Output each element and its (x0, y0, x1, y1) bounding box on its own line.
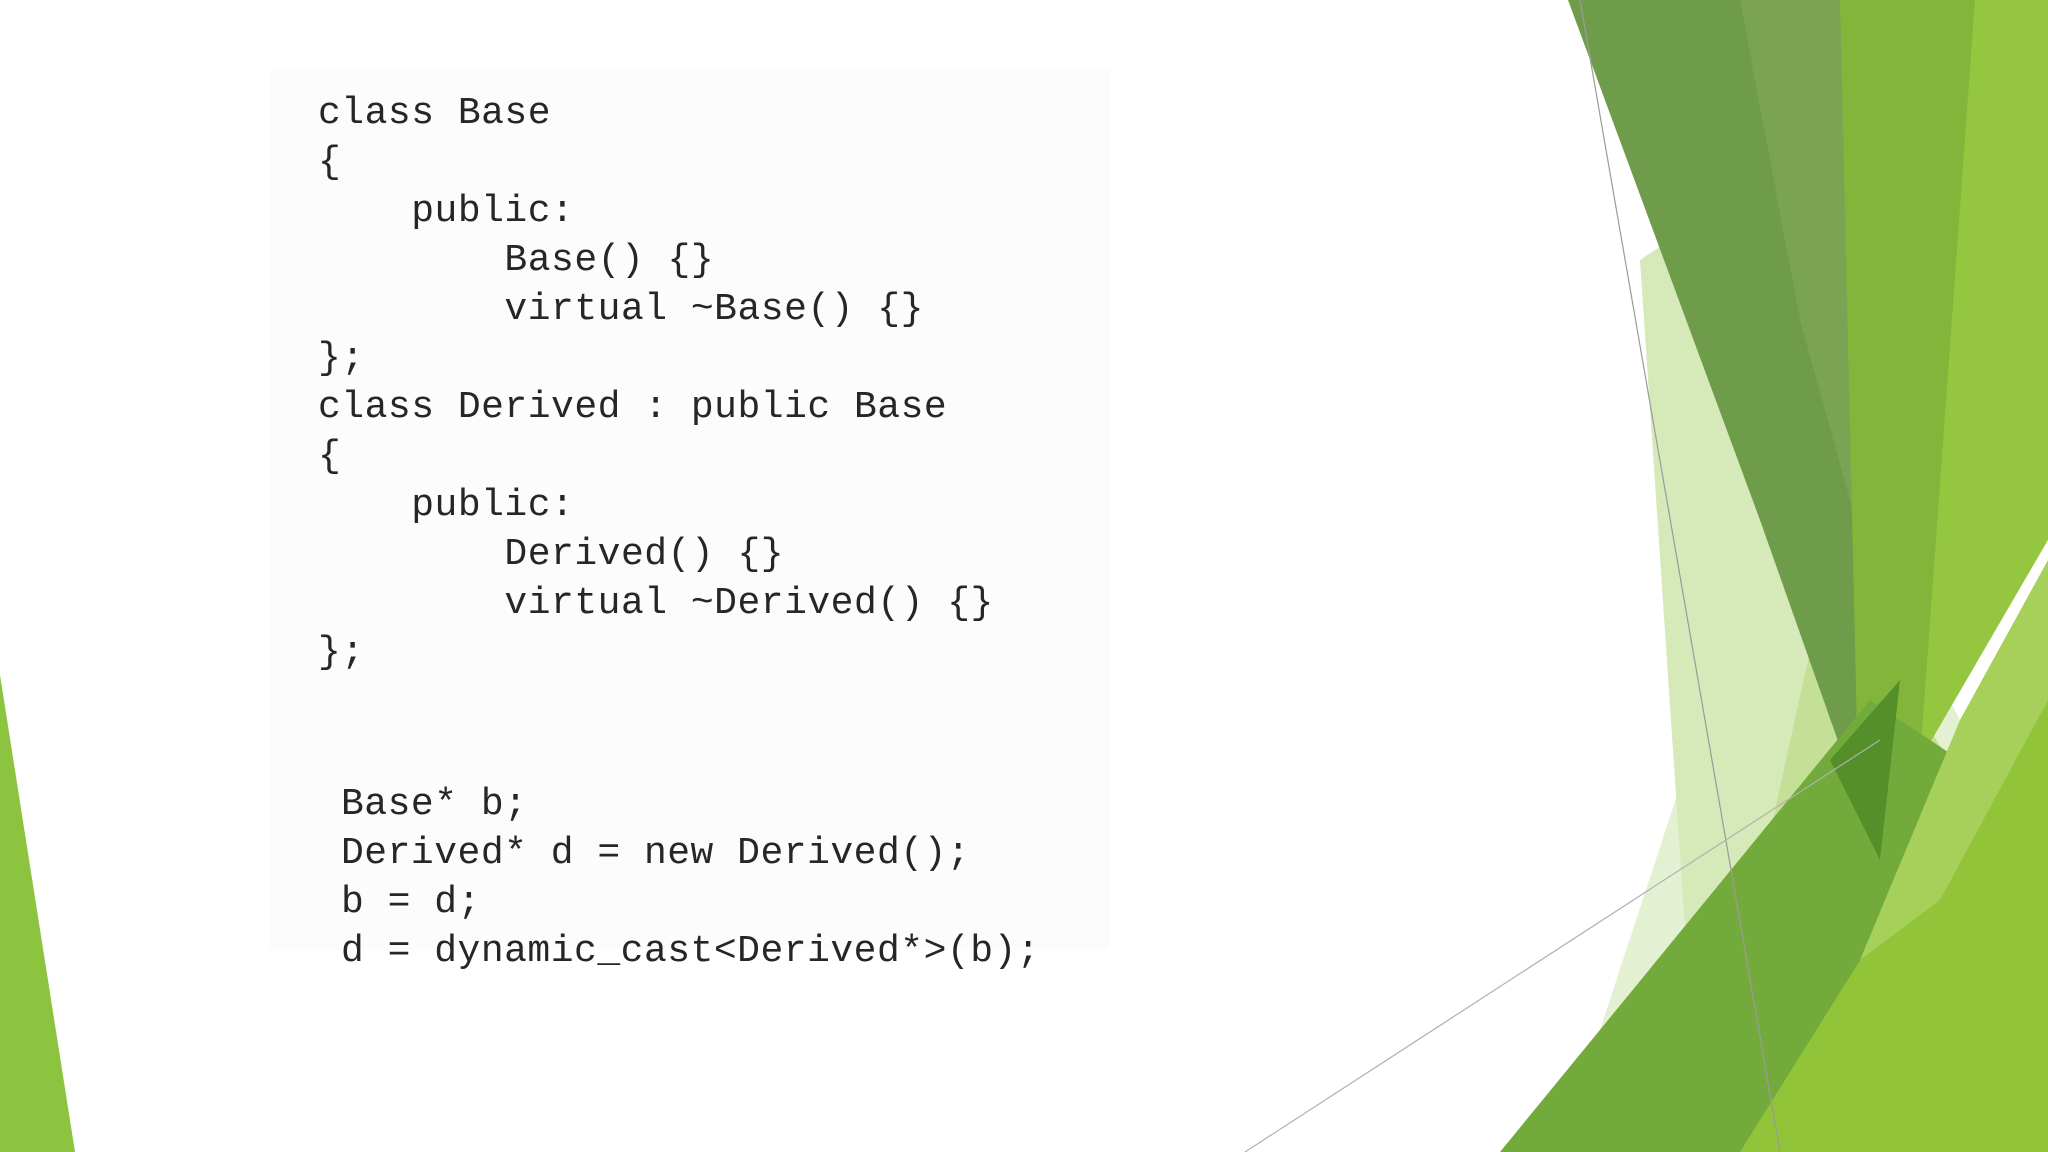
code-line: { (318, 435, 342, 478)
code-line: virtual ~Base() {} (318, 288, 924, 331)
code-line: Derived* d = new Derived(); (341, 832, 971, 875)
code-line: Base* b; (341, 783, 528, 826)
thin-line-diagonal (1579, 0, 1781, 1152)
code-line: b = d; (341, 881, 481, 924)
left-green-facet (0, 675, 75, 1152)
code-line: d = dynamic_cast<Derived*>(b); (341, 930, 1041, 973)
code-line: { (318, 141, 342, 184)
code-line: Base() {} (318, 239, 715, 282)
code-screenshot: class Base { public: Base() {} virtual ~… (270, 70, 1110, 973)
facet-bottom-deep (1830, 680, 1900, 860)
facet-right-bright (1920, 0, 2048, 760)
code-line: virtual ~Derived() {} (318, 582, 994, 625)
code-line: Derived() {} (318, 533, 785, 576)
code-line: class Derived : public Base (318, 386, 948, 429)
thin-line-cross (1244, 739, 1881, 1152)
code-line: public: (318, 190, 575, 233)
facet-lower-light (1860, 560, 2048, 960)
code-line: }; (318, 337, 365, 380)
code-line: class Base (318, 92, 552, 135)
code-line: public: (318, 484, 575, 527)
code-line: }; (318, 631, 365, 674)
